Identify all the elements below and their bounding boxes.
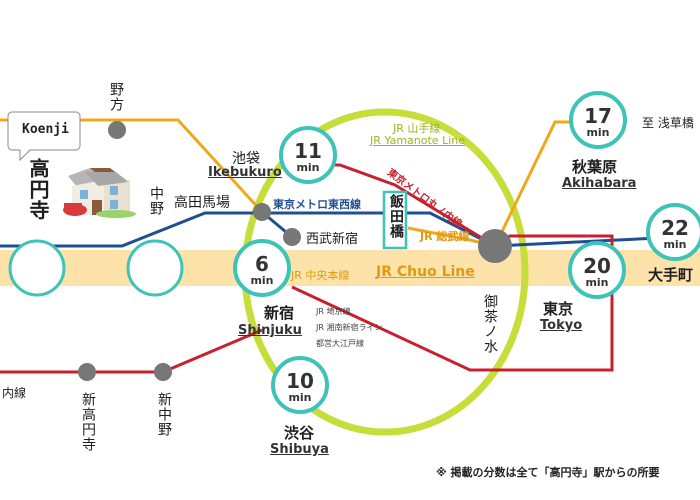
station-dot-shinnakano: [154, 363, 172, 381]
station-name-shibuya-en: Shibuya: [270, 442, 329, 457]
footnote: ※ 掲載の分数は全て「高円寺」駅からの所要: [436, 466, 660, 479]
transfer-oedo: 都営大江戸線: [316, 339, 364, 348]
station-name-otemachi: 大手町: [648, 266, 694, 284]
yamanote-line-label-en: JR Yamanote Line: [370, 134, 465, 147]
time-value: 6: [255, 252, 269, 276]
time-unit: min: [288, 391, 312, 404]
time-circle-ikebukuro: [279, 126, 337, 184]
station-name-shinnakano: 新中野: [156, 392, 172, 437]
station-name-shinjuku-en: Shinjuku: [238, 323, 302, 338]
station-name-shinkoenji: 新高円寺: [80, 392, 96, 452]
station-dot-shinkoenji: [78, 363, 96, 381]
time-otemachi: 22 min: [648, 217, 700, 251]
time-akihabara: 17 min: [571, 105, 625, 139]
time-value: 10: [286, 369, 314, 393]
time-unit: min: [250, 274, 274, 287]
time-value: 22: [661, 216, 689, 240]
time-unit: min: [585, 276, 609, 289]
time-unit: min: [663, 238, 687, 251]
station-name-tokyo-jp: 東京: [543, 300, 574, 318]
station-dot-takadanobaba: [253, 203, 271, 221]
station-name-nogata: 野方: [108, 82, 124, 112]
iidabashi-box: [382, 190, 408, 250]
uchi-line-label: 内線: [2, 386, 27, 400]
station-name-shibuya-jp: 渋谷: [284, 424, 315, 442]
chuo-line-label-en: JR Chuo Line: [376, 264, 475, 280]
chuo-line-label-jp: JR 中央本線: [291, 269, 350, 282]
koenji-bubble-text: Koenji: [22, 122, 69, 137]
house-illustration: [63, 168, 136, 218]
chuo-station-circle-2: [126, 239, 184, 297]
time-unit: min: [586, 126, 610, 139]
station-dot-nogata: [108, 121, 126, 139]
asakusabashi-label: 至 浅草橋: [642, 116, 694, 130]
time-ikebukuro: 11 min: [281, 140, 335, 174]
time-value: 11: [294, 139, 322, 163]
chuo-station-circle-1: [8, 239, 66, 297]
time-value: 17: [584, 104, 612, 128]
station-name-ochanomizu: 御茶ノ水: [482, 294, 498, 354]
sobu-line-label: JR 総武線: [420, 230, 470, 243]
station-name-akihabara-en: Akihabara: [562, 176, 637, 191]
station-name-iidabashi: 飯田橋: [388, 194, 404, 239]
time-circle-shinjuku: [233, 239, 291, 297]
time-shinjuku: 6 min: [235, 253, 289, 287]
tozai-line-label: 東京メトロ東西線: [273, 198, 361, 211]
koenji-bubble: [7, 111, 81, 162]
time-value: 20: [583, 254, 611, 278]
time-unit: min: [296, 161, 320, 174]
station-dot-seibushinjuku: [283, 228, 301, 246]
transfer-shonan: JR 湘南新宿ライン: [316, 323, 383, 332]
station-name-seibushinjuku: 西武新宿: [306, 232, 359, 247]
time-tokyo: 20 min: [570, 255, 624, 289]
station-name-shinjuku-jp: 新宿: [264, 304, 295, 322]
time-circle-tokyo: [568, 241, 626, 299]
time-circle-otemachi: [646, 203, 700, 261]
marunouchi-line-branch: [0, 328, 263, 374]
station-name-koenji: 高円寺: [26, 158, 50, 221]
transfer-saikyo: JR 埼京線: [316, 307, 351, 316]
station-name-ikebukuro-jp: 池袋: [232, 151, 260, 167]
time-shibuya: 10 min: [273, 370, 327, 404]
time-circle-shibuya: [271, 356, 329, 414]
station-name-ikebukuro-en: Ikebukuro: [208, 165, 282, 180]
time-circle-akihabara: [569, 91, 627, 149]
station-name-akihabara-jp: 秋葉原: [572, 158, 618, 176]
station-dot-hub: [478, 229, 512, 263]
station-name-takadanobaba: 高田馬場: [174, 195, 230, 211]
station-name-nakano: 中野: [148, 186, 164, 216]
yamanote-line-label-jp: JR 山手線: [393, 122, 441, 135]
station-name-tokyo-en: Tokyo: [540, 318, 583, 333]
